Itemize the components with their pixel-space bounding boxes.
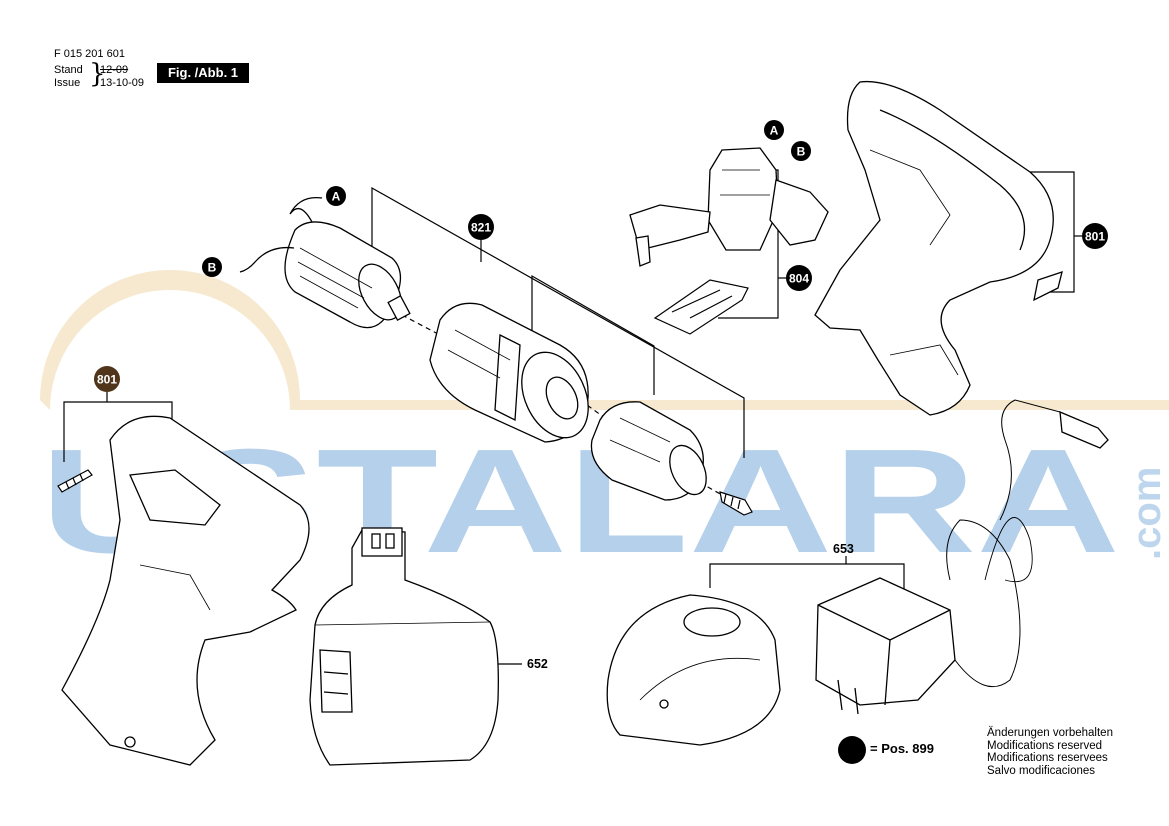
stand-label: Stand [54, 64, 83, 76]
housing-right-half [814, 80, 1063, 416]
stand-date: 12-09 [100, 64, 129, 76]
modification-notes: Änderungen vorbehalten Modifications res… [987, 727, 1113, 777]
power-adapter [815, 399, 1109, 715]
housing-screw [57, 469, 93, 493]
motor-lead-a-callout: A [326, 186, 346, 206]
note-de: Änderungen vorbehalten [987, 727, 1113, 739]
issue-label: Issue [54, 77, 81, 89]
charger-label: 653 [833, 542, 854, 556]
switch-a-callout: A [764, 120, 784, 140]
watermark-ring [40, 270, 1169, 410]
housing-left-tag: 801 [97, 373, 117, 387]
charger-base [606, 594, 781, 746]
housing-right-callout: 801 [1082, 223, 1108, 249]
note-es: Salvo modificaciones [987, 764, 1096, 777]
switch-b-callout: B [791, 141, 811, 161]
document-number: F 015 201 601 [54, 48, 125, 60]
watermark-suffix: .com [1125, 467, 1169, 560]
figure-label: Fig. /Abb. 1 [157, 63, 249, 83]
chuck [590, 401, 707, 501]
battery-pack [309, 527, 499, 766]
battery-label: 652 [527, 657, 548, 671]
housing-left-callout: 801 [94, 366, 120, 392]
note-en: Modifications reserved [987, 739, 1103, 752]
legend-dot-icon [838, 736, 866, 764]
housing-left-half [61, 415, 310, 766]
brace-symbol: } [89, 59, 106, 89]
note-fr: Modifications reservees [987, 752, 1108, 765]
selector-slide [653, 279, 749, 335]
switch-group-tag: 804 [789, 272, 809, 286]
gear-group-tag: 821 [471, 221, 491, 235]
motor-lead-a-tag: A [332, 190, 341, 204]
issue-date: 13-10-09 [100, 77, 145, 89]
motor [239, 196, 411, 329]
switch-group-callout: 804 [786, 265, 812, 291]
gearbox [429, 302, 589, 443]
legend-text: = Pos. 899 [870, 741, 934, 756]
switch-b-tag: B [797, 145, 806, 159]
motor-lead-b-tag: B [208, 261, 217, 275]
motor-lead-b-callout: B [202, 257, 222, 277]
gear-group-callout: 821 [468, 214, 494, 240]
switch [629, 147, 829, 267]
chuck-screw [719, 491, 753, 516]
switch-a-tag: A [770, 124, 779, 138]
housing-right-tag: 801 [1085, 230, 1105, 244]
